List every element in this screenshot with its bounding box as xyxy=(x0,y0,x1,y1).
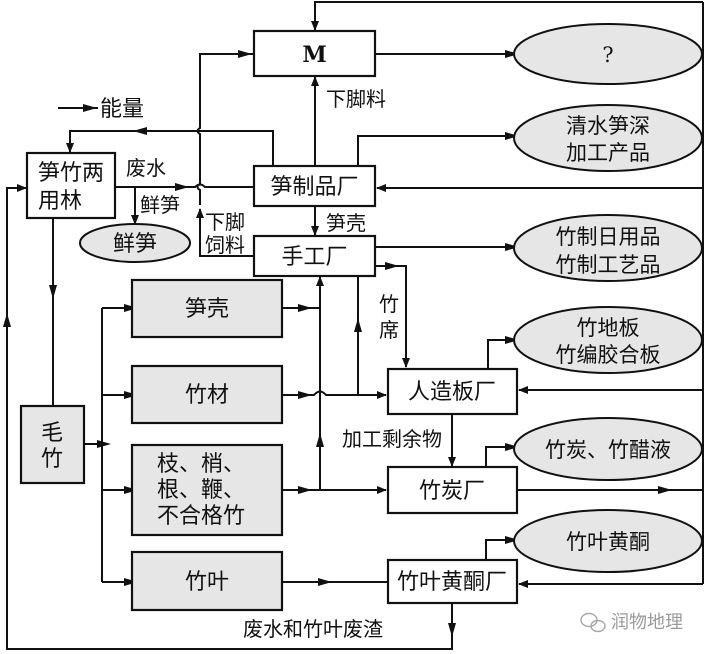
label-residue: 加工剩余物 xyxy=(342,427,442,451)
label-leftover-feed-line2: 饲料 xyxy=(205,233,245,257)
node-charcoal-products-label: 竹炭、竹醋液 xyxy=(545,438,671,462)
node-moso-line2: 竹 xyxy=(41,447,63,472)
node-branches-line1: 枝、梢、 xyxy=(157,452,245,477)
node-board-factory-label: 人造板厂 xyxy=(408,380,496,405)
node-forest-line1: 笋竹两 xyxy=(38,161,104,186)
node-charcoal-factory: 竹炭厂 xyxy=(386,465,519,515)
loop-to-m xyxy=(311,1,703,31)
node-charcoal-factory-label: 竹炭厂 xyxy=(419,479,485,504)
charcoal-to-products xyxy=(485,443,519,467)
node-charcoal-products: 竹炭、竹醋液 xyxy=(513,417,703,481)
node-timber-label: 竹材 xyxy=(185,383,229,408)
node-leaves: 竹叶 xyxy=(130,550,284,612)
node-moso-line1: 毛 xyxy=(41,421,63,446)
node-shoot-factory-label: 笋制品厂 xyxy=(270,175,358,200)
node-daily-products-line1: 竹制日用品 xyxy=(556,225,661,249)
label-mat-line1: 竹 xyxy=(379,292,399,316)
wechat-icon xyxy=(580,612,606,633)
node-flavone-factory-label: 竹叶黄酮厂 xyxy=(397,570,507,595)
node-shell-label: 笋壳 xyxy=(185,297,229,322)
label-energy: 能量 xyxy=(100,97,144,122)
node-branches: 枝、梢、 根、鞭、 不合格竹 xyxy=(130,443,284,537)
node-unknown-label: ? xyxy=(602,43,613,67)
handcraft-feed-line xyxy=(196,208,253,257)
timber-to-board xyxy=(282,390,387,399)
node-flavone-label: 竹叶黄酮 xyxy=(566,530,650,554)
node-board-products-line1: 竹地板 xyxy=(577,316,640,340)
feed-to-m-line xyxy=(196,53,253,205)
node-shoot-products-line1: 清水笋深 xyxy=(566,114,650,138)
node-forest: 笋竹两 用林 xyxy=(25,151,117,220)
label-shell: 笋壳 xyxy=(326,211,366,235)
node-board-factory: 人造板厂 xyxy=(386,367,519,416)
node-moso: 毛 竹 xyxy=(19,404,86,485)
node-timber: 竹材 xyxy=(130,364,284,425)
shoot-factory-to-products xyxy=(357,132,519,166)
node-fresh-shoot: 鲜笋 xyxy=(79,223,191,263)
node-flavone-factory: 竹叶黄酮厂 xyxy=(386,558,519,605)
board-to-products xyxy=(487,336,519,369)
label-fresh-shoot: 鲜笋 xyxy=(140,193,180,217)
node-m: M xyxy=(252,29,377,78)
watermark: 润物地理 xyxy=(580,612,683,633)
label-leftover-feed-line1: 下脚 xyxy=(205,210,245,234)
node-forest-line2: 用林 xyxy=(38,189,82,214)
node-unknown: ? xyxy=(513,23,703,85)
label-waste: 废水和竹叶废渣 xyxy=(243,617,383,641)
node-leaves-label: 竹叶 xyxy=(185,570,229,595)
label-wastewater: 废水 xyxy=(126,156,166,180)
node-branches-line2: 根、鞭、 xyxy=(157,478,245,503)
node-fresh-shoot-label: 鲜笋 xyxy=(113,232,157,257)
node-m-label: M xyxy=(302,42,326,68)
node-handcraft-factory-label: 手工厂 xyxy=(281,245,347,270)
label-leftover-top: 下脚料 xyxy=(326,87,386,111)
node-board-products-line2: 竹编胶合板 xyxy=(556,343,661,367)
label-mat-line2: 席 xyxy=(379,318,399,342)
node-branches-line3: 不合格竹 xyxy=(157,504,245,529)
node-board-products: 竹地板 竹编胶合板 xyxy=(513,306,703,374)
node-daily-products-line2: 竹制工艺品 xyxy=(556,253,661,277)
node-daily-products: 竹制日用品 竹制工艺品 xyxy=(513,214,703,282)
node-shoot-factory: 笋制品厂 xyxy=(252,164,377,208)
flavone-factory-to-flavone xyxy=(485,536,519,560)
node-handcraft-factory: 手工厂 xyxy=(252,234,377,278)
node-shell: 笋壳 xyxy=(130,278,284,339)
watermark-text: 润物地理 xyxy=(611,612,683,633)
node-shoot-products: 清水笋深 加工产品 xyxy=(513,104,703,172)
handcraft-to-board xyxy=(375,265,410,368)
node-shoot-products-line2: 加工产品 xyxy=(566,141,650,165)
node-flavone: 竹叶黄酮 xyxy=(513,509,703,573)
